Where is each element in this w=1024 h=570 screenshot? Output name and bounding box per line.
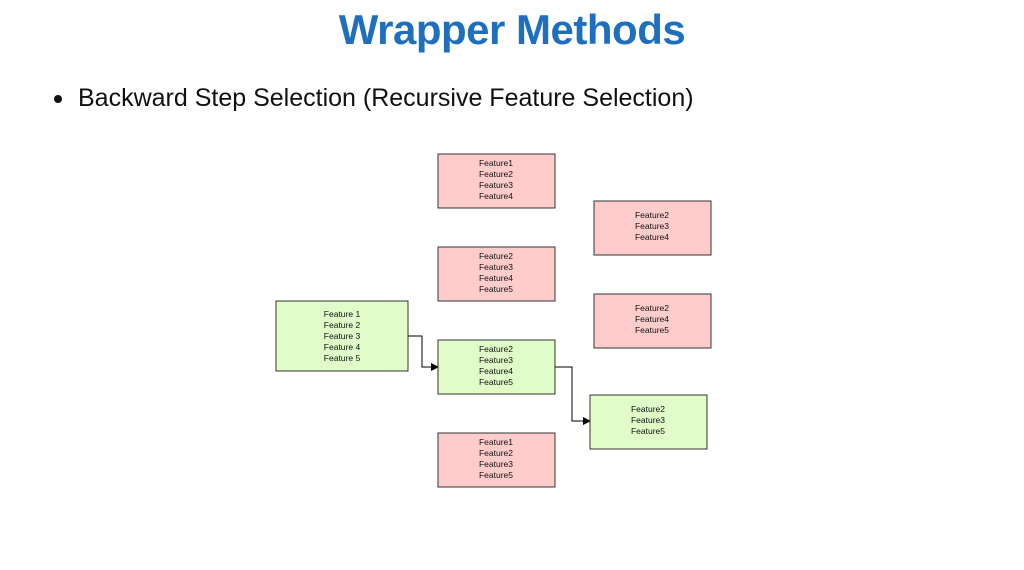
box-rect (437, 339, 556, 395)
feature-label: Feature3 (479, 355, 513, 365)
feature-label: Feature 3 (324, 331, 361, 341)
feature-label: Feature2 (479, 251, 513, 261)
feature-label: Feature5 (635, 325, 669, 335)
feature-label: Feature3 (479, 459, 513, 469)
box-rect (589, 394, 708, 450)
round1-selected-box: Feature2 Feature3 Feature4 Feature5 (437, 339, 556, 395)
feature-label: Feature3 (479, 262, 513, 272)
round1-candidate-box: Feature1 Feature2 Feature3 Feature5 (437, 432, 556, 488)
box-rect (437, 246, 556, 302)
box-rect (437, 432, 556, 488)
feature-label: Feature 2 (324, 320, 361, 330)
feature-label: Feature2 (479, 344, 513, 354)
feature-label: Feature 1 (324, 309, 361, 319)
feature-label: Feature2 (631, 404, 665, 414)
feature-label: Feature4 (479, 191, 513, 201)
start-feature-set-box: Feature 1 Feature 2 Feature 3 Feature 4 … (275, 300, 409, 372)
feature-label: Feature5 (479, 470, 513, 480)
bullet-text: Backward Step Selection (Recursive Featu… (78, 84, 694, 112)
feature-label: Feature4 (635, 232, 669, 242)
feature-label: Feature2 (635, 303, 669, 313)
bullet-dot-icon (54, 94, 62, 103)
round2-selected-box: Feature2 Feature3 Feature5 (589, 394, 708, 450)
feature-label: Feature4 (635, 314, 669, 324)
feature-label: Feature2 (479, 448, 513, 458)
slide-title: Wrapper Methods (338, 6, 686, 53)
feature-label: Feature3 (635, 221, 669, 231)
box-rect (275, 300, 409, 372)
round1-candidate-box: Feature2 Feature3 Feature4 Feature5 (437, 246, 556, 302)
box-rect (593, 200, 712, 256)
round2-candidate-box: Feature2 Feature4 Feature5 (593, 293, 712, 349)
feature-label: Feature3 (479, 180, 513, 190)
feature-label: Feature1 (479, 437, 513, 447)
feature-label: Feature4 (479, 366, 513, 376)
feature-label: Feature4 (479, 273, 513, 283)
feature-label: Feature 4 (324, 342, 361, 352)
feature-label: Feature1 (479, 158, 513, 168)
feature-label: Feature5 (479, 284, 513, 294)
connector-start-to-round1 (408, 335, 439, 371)
connector-round1-to-round2 (555, 366, 591, 425)
round1-candidate-box: Feature1 Feature2 Feature3 Feature4 (437, 153, 556, 209)
feature-label: Feature3 (631, 415, 665, 425)
round2-candidate-box: Feature2 Feature3 Feature4 (593, 200, 712, 256)
feature-label: Feature 5 (324, 353, 361, 363)
feature-label: Feature5 (479, 377, 513, 387)
bullet-item: Backward Step Selection (Recursive Featu… (54, 84, 694, 113)
feature-label: Feature2 (635, 210, 669, 220)
feature-label: Feature2 (479, 169, 513, 179)
feature-label: Feature5 (631, 426, 665, 436)
box-rect (593, 293, 712, 349)
box-rect (437, 153, 556, 209)
